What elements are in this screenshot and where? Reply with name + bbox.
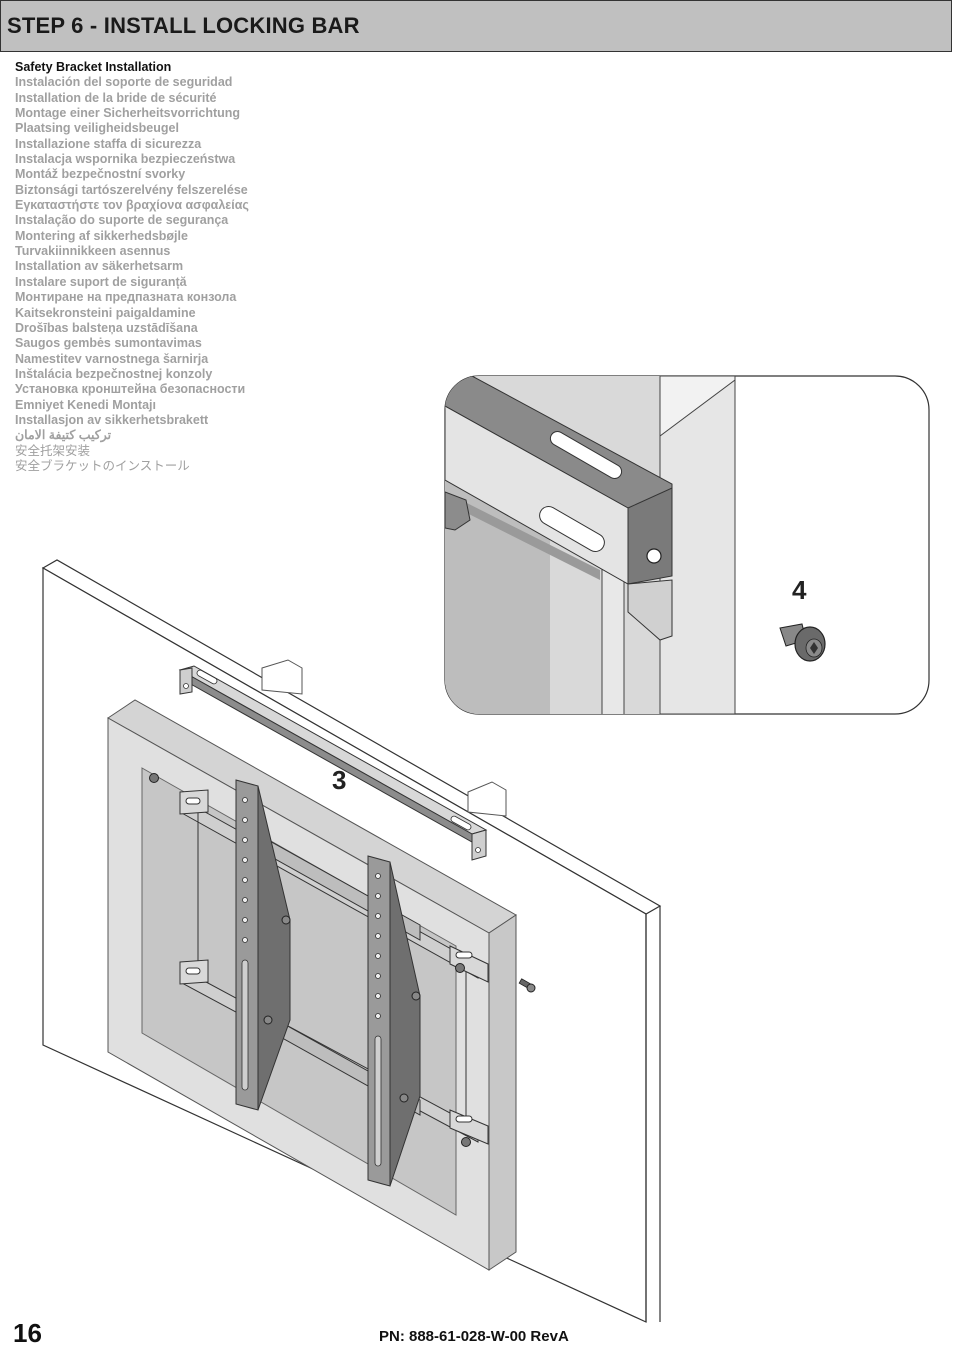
step-title: STEP 6 - INSTALL LOCKING BAR xyxy=(7,13,360,38)
language-item: Installasjon av sikkerhetsbrakett xyxy=(15,412,209,427)
language-item: Montage einer Sicherheitsvorrichtung xyxy=(15,106,241,121)
language-item: تركيب كتيفة الامان xyxy=(15,428,112,443)
language-list: Safety Bracket Installation Instalación … xyxy=(15,60,249,474)
mounting-screw xyxy=(149,773,471,1147)
screw-icon xyxy=(518,978,536,993)
language-item: Монтиране на предпазната конзола xyxy=(15,290,237,305)
language-item: Emniyet Kenedi Montajı xyxy=(15,397,156,412)
language-item: Installation av säkerhetsarm xyxy=(15,259,184,274)
language-item: Installazione staffa di sicurezza xyxy=(15,136,202,151)
language-item: Turvakiinnikkeen asennus xyxy=(15,244,171,259)
language-item: Installation de la bride de sécurité xyxy=(15,90,217,105)
tv-bracket-right xyxy=(367,855,421,1187)
language-item: Biztonsági tartószerelvény felszerelése xyxy=(15,182,248,197)
callout-locking-bar: 3 xyxy=(332,765,346,795)
step-header: STEP 6 - INSTALL LOCKING BAR xyxy=(0,0,952,52)
tv-bracket-left xyxy=(235,779,291,1111)
callout-screw: 4 xyxy=(792,575,807,605)
language-item: Kaitsekronsteini paigaldamine xyxy=(15,305,196,320)
language-item: Namestitev varnostnega šarnirja xyxy=(15,351,209,366)
language-item: Montering af sikkerhedsbøjle xyxy=(15,228,188,243)
language-item: 安全托架安装 xyxy=(15,443,91,458)
language-item: Instalacja wspornika bezpieczeństwa xyxy=(15,152,236,167)
language-item: Saugos gembės sumontavimas xyxy=(15,336,202,351)
language-item: Plaatsing veiligheidsbeugel xyxy=(15,121,179,136)
language-item: Instalare suport de siguranță xyxy=(15,274,187,289)
language-item: Instalación del soporte de seguridad xyxy=(15,75,233,90)
wall-stud xyxy=(261,659,507,817)
detail-inset xyxy=(444,375,930,715)
language-item: Установка кронштейна безопасности xyxy=(15,382,246,397)
language-item: Inštalácia bezpečnostnej konzoly xyxy=(15,366,213,381)
screw-icon xyxy=(779,623,826,662)
language-item: Εγκαταστήστε τον βραχίονα ασφαλείας xyxy=(15,198,249,213)
language-item: Drošības balsteņa uzstādīšana xyxy=(15,320,198,335)
page-number: 16 xyxy=(13,1318,42,1348)
language-item: Instalação do suporte de segurança xyxy=(15,213,229,228)
locking-bar xyxy=(178,665,488,861)
language-item: Safety Bracket Installation xyxy=(15,60,172,74)
language-item: Montáž bezpečnostní svorky xyxy=(15,167,186,182)
part-number: PN: 888-61-028-W-00 RevA xyxy=(379,1328,569,1345)
language-item: 安全ブラケットのインストール xyxy=(15,458,190,473)
